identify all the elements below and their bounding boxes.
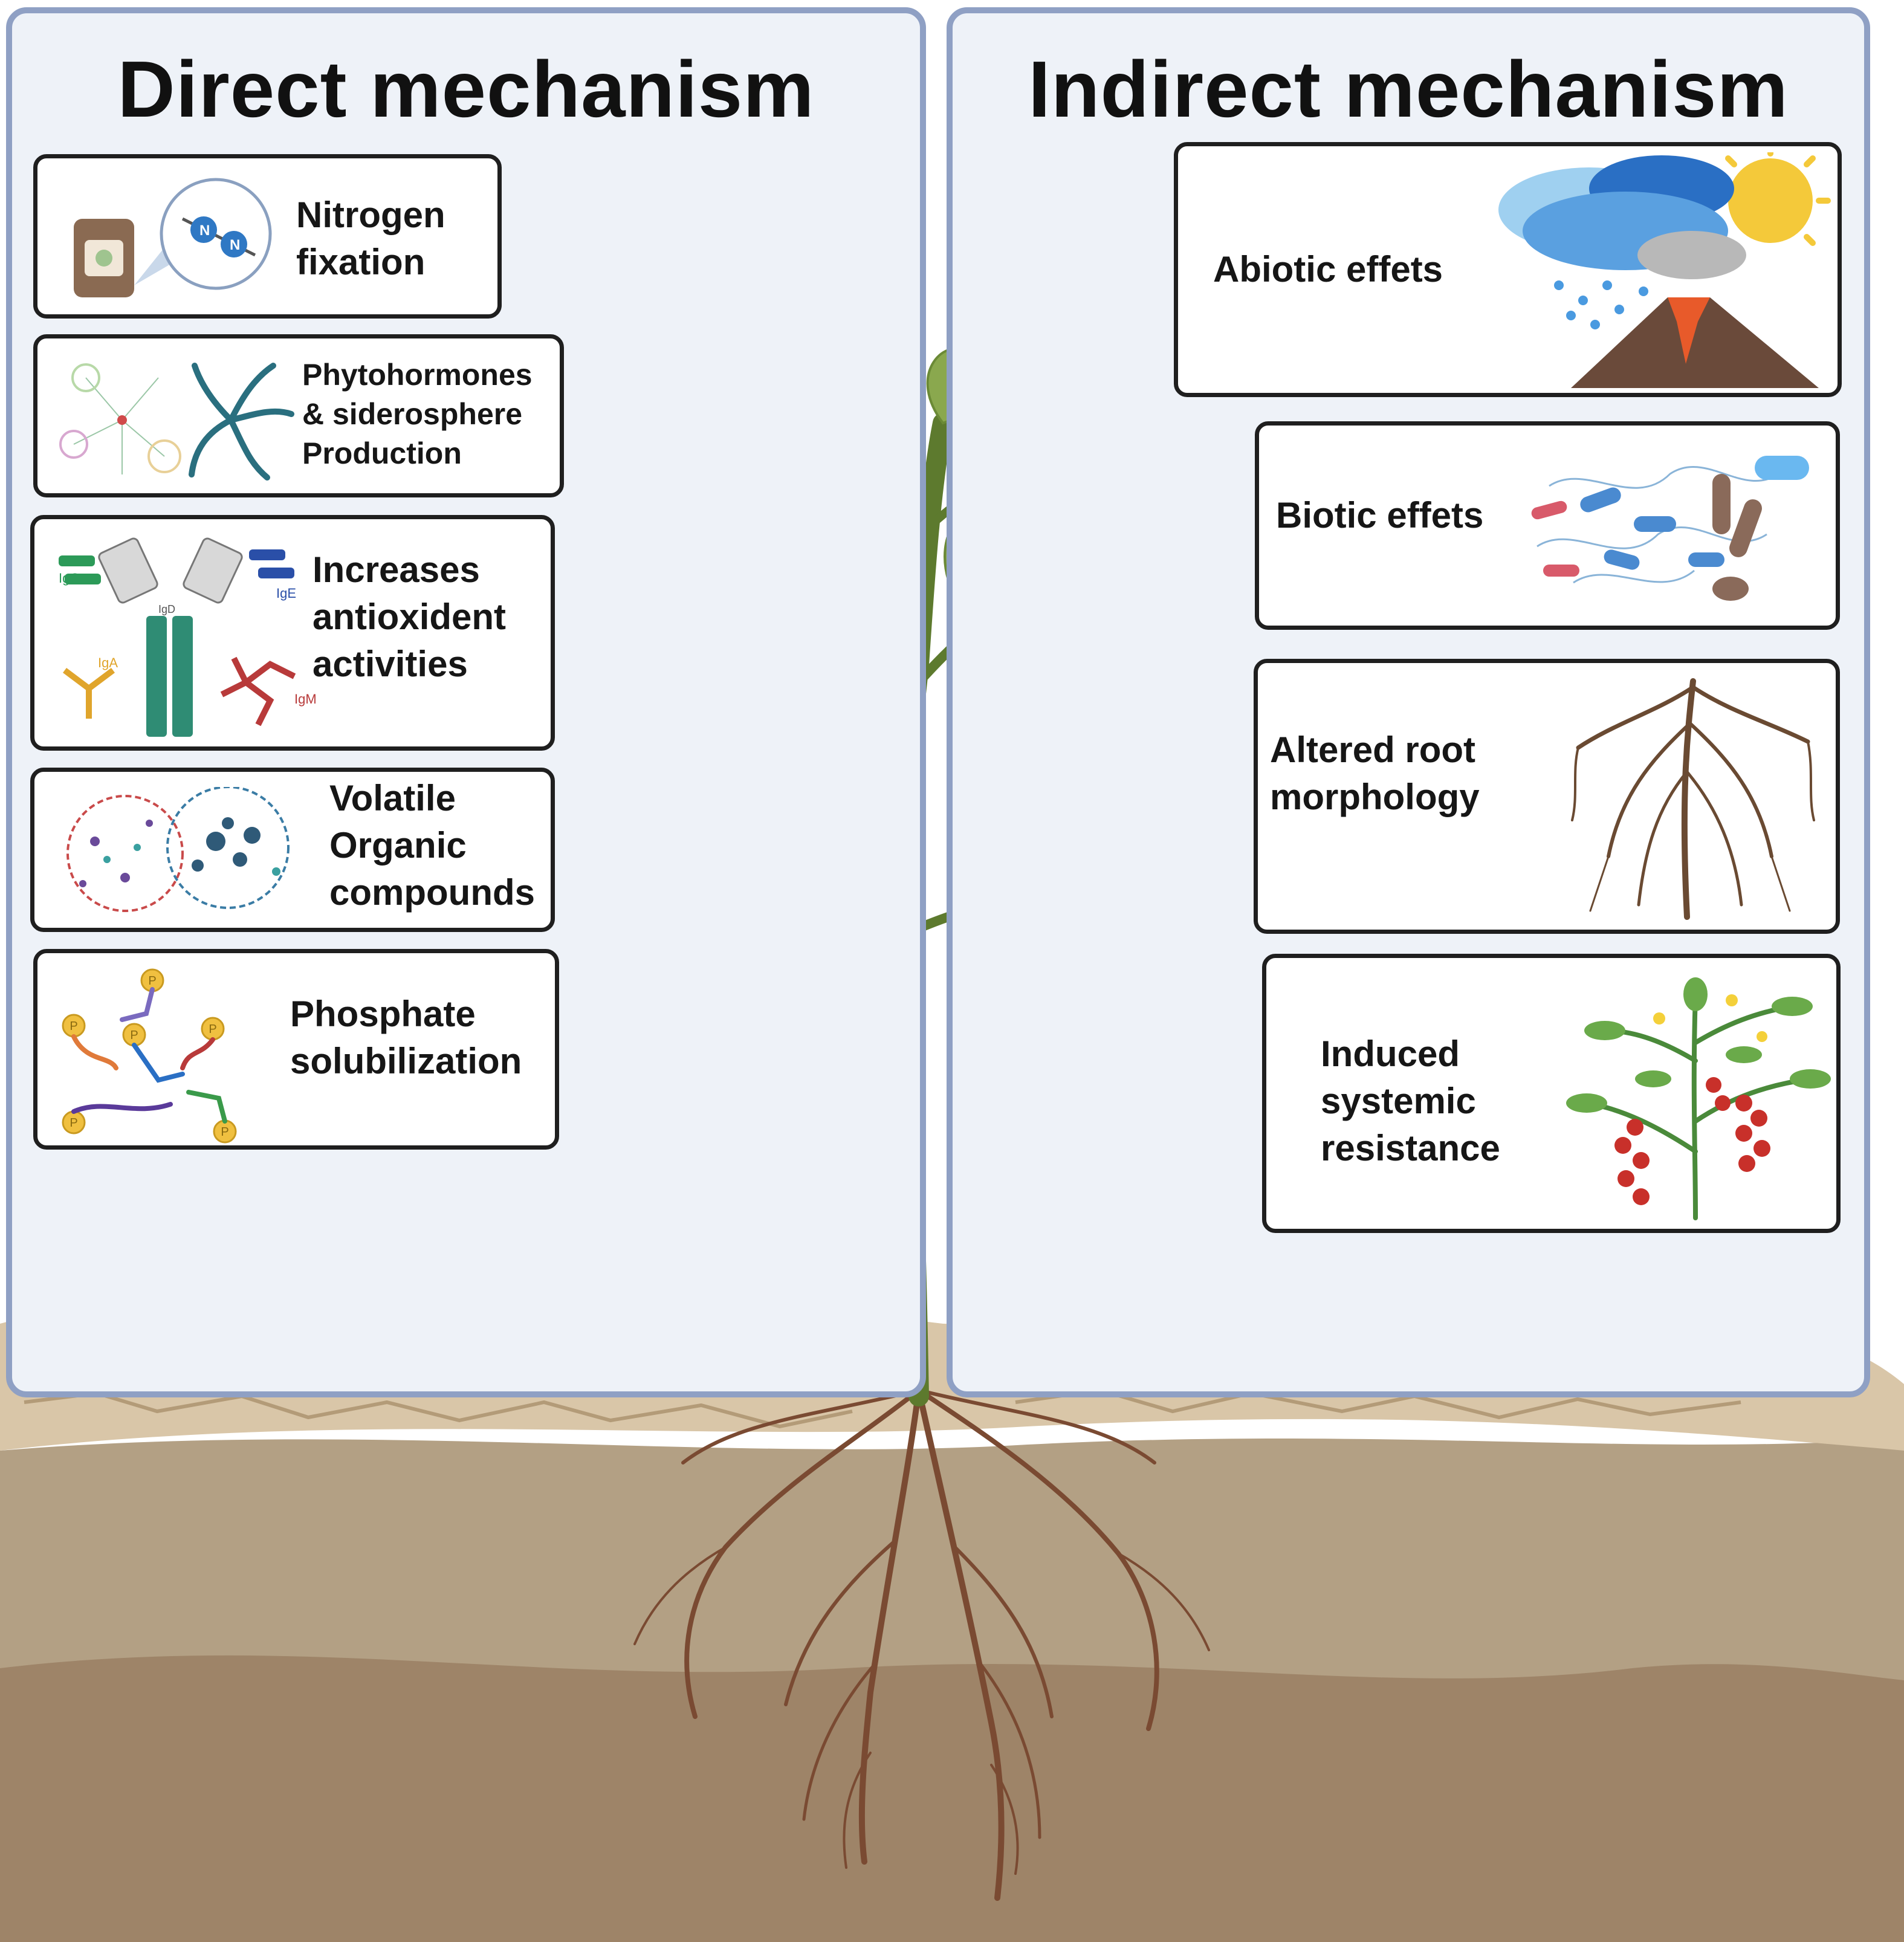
plant-roots (633, 1387, 1210, 1901)
altered-root-morphology-card: Altered root morphology (1254, 659, 1840, 934)
svg-text:N: N (199, 222, 210, 239)
bacteria-icon (1531, 456, 1809, 601)
svg-text:IgA: IgA (98, 655, 118, 670)
svg-text:P: P (70, 1116, 77, 1130)
root-icon (1571, 678, 1815, 920)
svg-text:P: P (130, 1029, 138, 1042)
antioxidant-card: IgG IgE IgA IgM IgD Increases antioxiden… (30, 515, 555, 751)
abiotic-effects-label: Abiotic effets (1213, 249, 1443, 290)
svg-text:IgD: IgD (158, 603, 175, 615)
tomato-plant-icon (1566, 977, 1831, 1220)
nitrogen-molecule-icon: N N (74, 178, 272, 297)
biotic-effects-card: Biotic effets (1255, 421, 1840, 630)
svg-text:P: P (148, 974, 156, 988)
volatile-compounds-icon (66, 787, 290, 912)
induced-systemic-resistance-label: Induced systemic resistance (1321, 1034, 1500, 1168)
svg-text:IgM: IgM (294, 691, 317, 707)
soil-deep-layer (0, 1655, 1904, 1942)
soil-bottom-layer (0, 1439, 1904, 1942)
phytohormone-network-icon (59, 363, 294, 481)
svg-text:P: P (70, 1020, 77, 1033)
phosphate-icon: P P P P P P (62, 968, 237, 1144)
direct-mechanism-title: Direct mechanism (117, 45, 815, 134)
antioxidant-label: Increases antioxident activities (312, 549, 507, 684)
altered-root-morphology-label: Altered root morphology (1270, 730, 1480, 817)
svg-text:IgE: IgE (276, 586, 296, 601)
nitrogen-fixation-card: N N Nitrogen fixation (33, 154, 502, 319)
phytohormones-card: Phytohormones & siderosphere Production (33, 334, 564, 497)
induced-systemic-resistance-card: Induced systemic resistance (1262, 954, 1841, 1233)
volatile-compounds-label: Volatile Organic compounds (329, 778, 535, 913)
svg-text:P: P (209, 1023, 216, 1036)
phosphate-solubilization-label: Phosphate solubilization (290, 994, 522, 1081)
nitrogen-fixation-label: Nitrogen fixation (296, 195, 445, 282)
volatile-compounds-card: Volatile Organic compounds (30, 768, 555, 932)
svg-text:N: N (230, 237, 240, 253)
phosphate-solubilization-card: P P P P P P Phosphate solubilization (33, 949, 559, 1150)
antibody-icon: IgG IgE IgA IgM IgD (59, 537, 317, 737)
indirect-mechanism-title: Indirect mechanism (1028, 45, 1789, 134)
biotic-effects-label: Biotic effets (1276, 495, 1484, 536)
weather-volcano-icon (1498, 152, 1831, 388)
svg-text:P: P (221, 1125, 228, 1139)
svg-text:IgG: IgG (59, 571, 80, 586)
phytohormones-label: Phytohormones & siderosphere Production (302, 358, 533, 470)
abiotic-effects-card: Abiotic effets (1174, 142, 1842, 397)
